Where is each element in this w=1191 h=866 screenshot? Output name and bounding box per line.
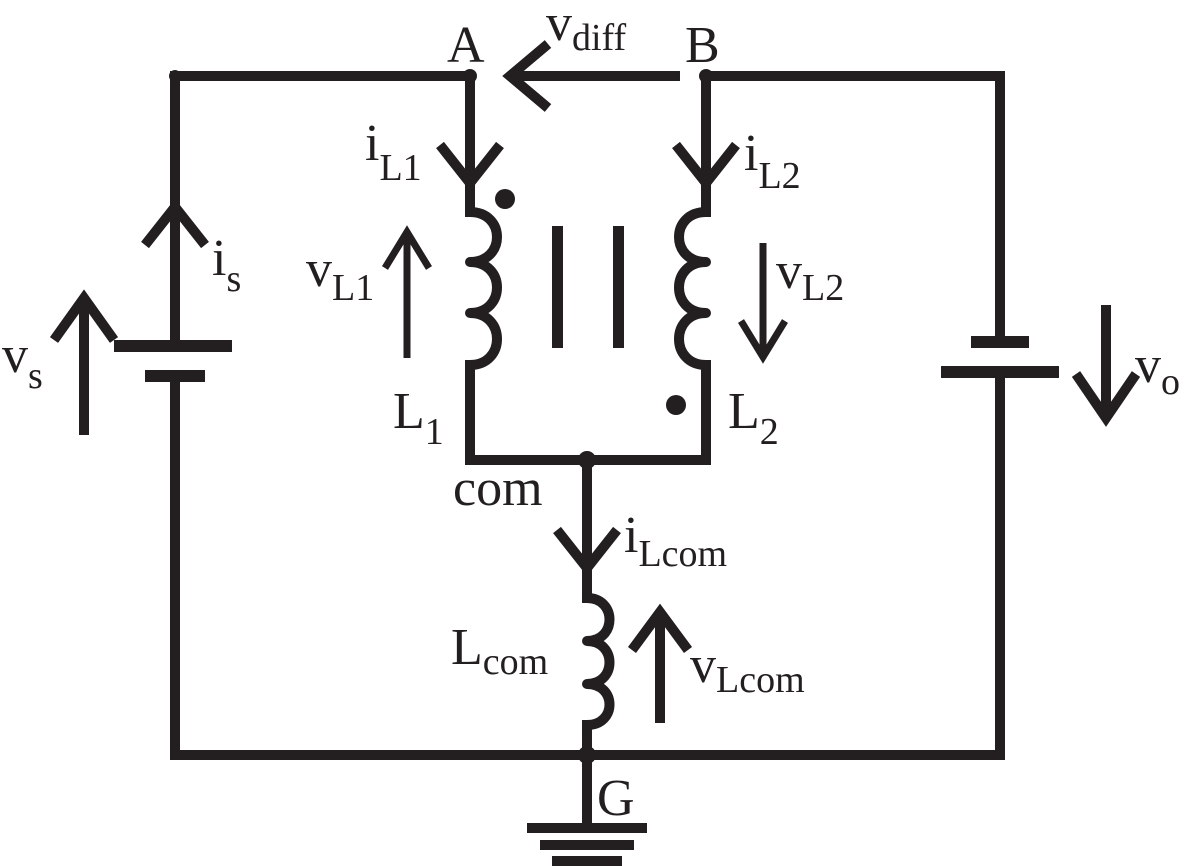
node-com-label: com [453, 460, 543, 517]
l2-label-sub: 2 [760, 411, 779, 453]
ground-symbol [527, 823, 647, 866]
v-l1-arrow-head [382, 225, 432, 270]
v-l2-label: vL2 [776, 243, 844, 309]
output-plate-long [941, 366, 1059, 378]
node-b-label: B [685, 17, 720, 74]
source-plate-long [114, 340, 232, 352]
node-g-label: G [597, 770, 635, 827]
i-lcom-label-sub: Lcom [638, 533, 727, 575]
v-lcom-label-main: v [690, 637, 716, 694]
node-a-label: A [447, 17, 485, 74]
inductor-lcom [582, 593, 615, 730]
l2-label-main: L [728, 383, 760, 440]
output-battery [941, 336, 1059, 378]
node-a-dot [463, 69, 477, 83]
i-s-arrow-head [141, 198, 209, 249]
node-com-dot [578, 451, 596, 469]
i-l1-arrow-head [436, 141, 504, 192]
v-o-label-sub: o [1161, 361, 1180, 403]
i-s-label-main: i [212, 230, 226, 287]
i-l2-arrow-head [672, 141, 740, 192]
i-lcom-label: iLcom [624, 507, 727, 575]
v-l2-arrow-head [738, 319, 788, 364]
core-bar-left [552, 226, 563, 348]
i-l1-label-sub: L1 [379, 147, 421, 189]
arrows [49, 40, 1141, 723]
i-lcom-arrow-head [553, 526, 621, 577]
core-bar-right [613, 226, 624, 348]
v-diff-label: vdiff [546, 0, 627, 59]
polarity-dot-l1 [495, 189, 515, 209]
magnetic-core [552, 226, 624, 348]
inductor-l2-coil [674, 207, 711, 370]
v-diff-label-main: v [546, 0, 572, 52]
v-l1-label-main: v [306, 241, 332, 298]
node-g-dot [578, 746, 596, 764]
v-l1-label: vL1 [306, 241, 374, 309]
inductor-lcom-coil [582, 593, 615, 730]
corner-dot-left [169, 70, 181, 82]
l-com-label-sub: com [483, 641, 548, 683]
source-plate-short [145, 370, 205, 382]
v-lcom-label-sub: Lcom [716, 659, 805, 701]
v-o-label-main: v [1135, 337, 1161, 394]
v-o-label: vo [1135, 337, 1180, 403]
l-com-label: Lcom [451, 619, 548, 683]
i-l2-label: iL2 [744, 125, 801, 197]
i-l1-label-main: i [365, 115, 379, 172]
l1-label-main: L [393, 383, 425, 440]
inductor-l1 [465, 207, 502, 370]
i-l2-label-sub: L2 [758, 155, 800, 197]
source-battery [114, 340, 232, 382]
i-lcom-label-main: i [624, 507, 638, 564]
v-l2-label-sub: L2 [802, 267, 844, 309]
junction-dots [169, 69, 713, 764]
node-b-dot [699, 69, 713, 83]
v-s-label-sub: s [28, 355, 43, 397]
i-s-label-sub: s [226, 258, 241, 300]
i-s-label: is [212, 230, 241, 300]
inductor-l2 [674, 207, 711, 370]
i-l2-label-main: i [744, 125, 758, 182]
l-com-label-main: L [451, 619, 483, 676]
l2-label: L2 [728, 383, 779, 453]
output-plate-short [971, 336, 1029, 348]
v-l1-label-sub: L1 [332, 267, 374, 309]
l1-label: L1 [393, 383, 444, 453]
v-s-label-main: v [2, 327, 28, 384]
v-diff-label-sub: diff [572, 17, 627, 59]
v-diff-arrow-head [502, 40, 552, 112]
v-l2-label-main: v [776, 243, 802, 300]
v-lcom-label: vLcom [690, 637, 805, 701]
l1-label-sub: 1 [425, 411, 444, 453]
v-s-label: vs [2, 327, 43, 397]
labels: A B vdiff iL1 iL2 is vs vL1 vL2 L1 L2 vo… [2, 0, 1180, 827]
v-o-arrow-head [1071, 371, 1141, 427]
polarity-dot-l2 [666, 395, 686, 415]
i-l1-label: iL1 [365, 115, 422, 189]
v-s-arrow-head [49, 289, 119, 343]
inductor-l1-coil [465, 207, 502, 370]
v-lcom-arrow-head [627, 603, 693, 653]
